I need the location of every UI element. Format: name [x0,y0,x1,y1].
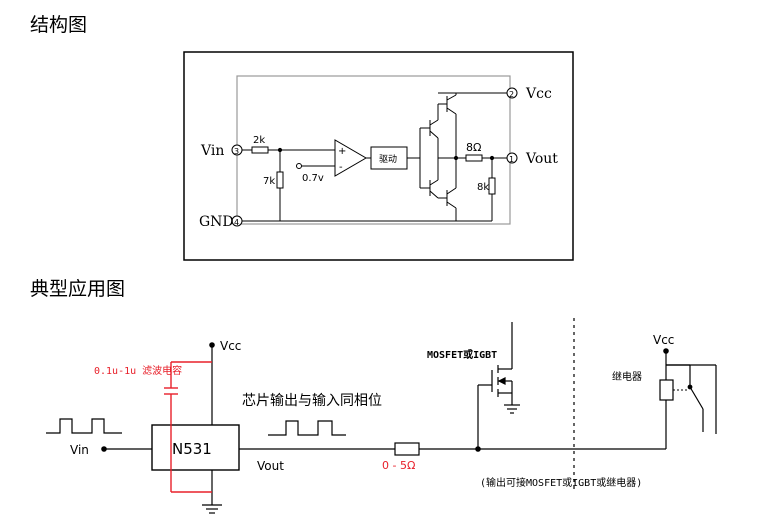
resistor-7k-label: 7k [263,176,275,187]
output-note: (输出可接MOSFET或IGBT或继电器) [480,476,642,489]
comparator-plus: + [338,146,346,157]
pin-vcc-label: Vcc [525,86,552,102]
resistor-label: 0 - 5Ω [382,459,415,472]
phase-note: 芯片输出与输入同相位 [242,393,382,409]
pin-gnd-label: GND [199,214,234,230]
relay-label: 继电器 [612,370,642,383]
ref-voltage-label: 0.7v [302,173,324,184]
pin-3-circle [231,144,243,156]
chip-label: N531 [172,440,212,458]
structure-heading: 结构图 [30,14,88,36]
input-pulse-waveform [46,418,122,434]
resistor-2k [251,146,269,154]
pin-1-number: 1 [509,155,514,164]
app-vcc-right-label: Vcc [653,333,674,347]
structure-diagram [183,51,574,261]
pin-4-circle [231,215,243,227]
resistor-2k-label: 2k [253,135,265,146]
pin-vin-label: Vin [200,143,224,159]
resistor-8k [488,177,496,195]
chip-box [151,424,240,471]
pin-3-number: 3 [234,147,239,156]
cap-label: 0.1u-1u 滤波电容 [94,364,182,377]
series-resistor [394,442,420,456]
resistor-8k-label: 8k [477,182,489,193]
application-labels: Vcc 0.1u-1u 滤波电容 N531 Vin Vout 芯片输出与输入同相… [70,333,674,489]
relay-coil [659,379,674,401]
app-vin-label: Vin [70,443,89,457]
application-heading: 典型应用图 [30,278,126,300]
pin-2-circle [506,87,518,99]
resistor-8ohm [465,154,483,162]
driver-label: 驱动 [379,154,397,165]
structure-labels: Vin GND Vcc Vout 3 4 2 1 2k 7k 0.7v + - … [199,86,558,230]
resistor-7k [276,171,284,189]
resistor-8ohm-label: 8Ω [466,141,481,154]
application-diagram [46,318,717,514]
app-vout-label: Vout [257,459,284,473]
switch-device-label: MOSFET或IGBT [427,348,497,361]
pin-2-number: 2 [509,90,514,99]
pin-vout-label: Vout [525,151,558,167]
filter-capacitor [164,361,212,493]
pin-4-number: 4 [234,218,239,227]
output-pulse-waveform [268,420,346,436]
app-vcc-left-label: Vcc [220,339,241,353]
structure-frame [183,51,574,261]
pin-1-circle [506,152,518,164]
comparator-symbol [334,139,367,177]
comparator-minus: - [339,162,343,173]
